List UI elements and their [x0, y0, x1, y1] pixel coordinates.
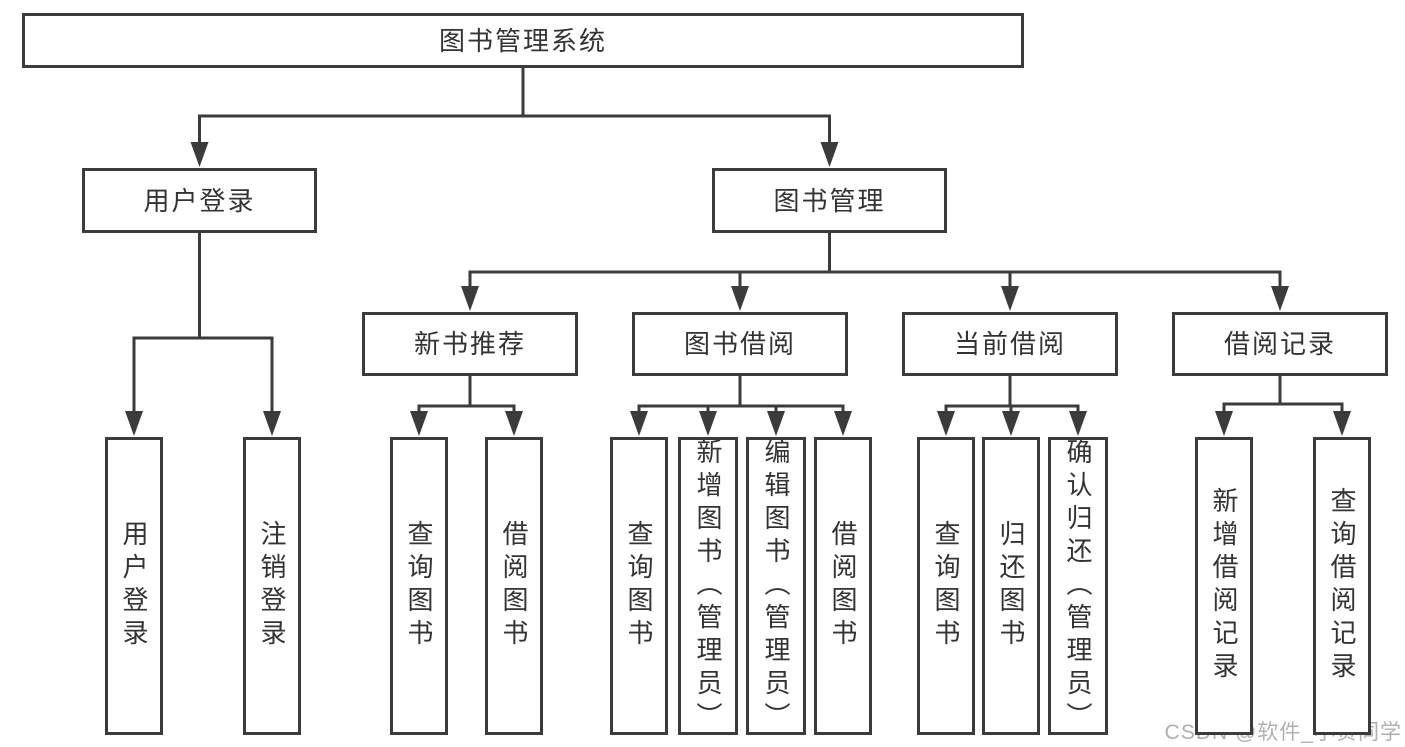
node-label: 新书推荐 [413, 329, 526, 359]
arrowhead-icon [767, 411, 785, 436]
node-label: 当前借阅 [953, 329, 1066, 359]
arrowhead-icon [1271, 286, 1289, 311]
node-label: 注销登录 [257, 520, 287, 652]
node-label: 图书借阅 [683, 329, 796, 359]
node-label: 图书管理系统 [438, 25, 607, 56]
node-label: 编辑图书（管理员） [761, 437, 791, 735]
arrowhead-icon [1001, 286, 1019, 311]
node-root: 图书管理系统 [22, 13, 1024, 68]
arrowhead-icon [731, 286, 749, 311]
node-label: 新增借阅记录 [1209, 487, 1239, 685]
node-label: 用户登录 [143, 185, 256, 216]
node-label: 查询借阅记录 [1327, 487, 1357, 685]
arrowhead-icon [834, 411, 852, 436]
node-leaf-query-book-3: 查询图书 [917, 437, 975, 735]
node-user-login: 用户登录 [82, 168, 317, 233]
node-leaf-borrow-book-1: 借阅图书 [485, 437, 543, 735]
node-leaf-query-borrow-record: 查询借阅记录 [1313, 437, 1371, 735]
arrowhead-icon [630, 411, 648, 436]
node-label: 图书管理 [773, 185, 886, 216]
node-label: 借阅图书 [499, 520, 529, 652]
node-leaf-logout: 注销登录 [243, 437, 301, 735]
node-leaf-confirm-return: 确认归还（管理员） [1048, 437, 1108, 735]
node-leaf-query-book-1: 查询图书 [390, 437, 448, 735]
arrowhead-icon [1215, 411, 1233, 436]
arrowhead-icon [125, 411, 143, 436]
arrowhead-icon [699, 411, 717, 436]
node-label: 新增图书（管理员） [693, 437, 723, 735]
node-leaf-add-book: 新增图书（管理员） [678, 437, 738, 735]
arrowhead-icon [820, 142, 839, 167]
node-book-borrow: 图书借阅 [632, 312, 848, 376]
node-label: 查询图书 [624, 520, 654, 652]
node-label: 查询图书 [931, 520, 961, 652]
node-leaf-edit-book: 编辑图书（管理员） [746, 437, 806, 735]
node-new-book-rec: 新书推荐 [362, 312, 578, 376]
node-label: 确认归还（管理员） [1063, 437, 1093, 735]
arrowhead-icon [190, 142, 209, 167]
node-borrow-record: 借阅记录 [1172, 312, 1388, 376]
arrowhead-icon [1002, 411, 1020, 436]
arrowhead-icon [1069, 411, 1087, 436]
node-leaf-return-book: 归还图书 [982, 437, 1040, 735]
arrowhead-icon [263, 411, 281, 436]
node-leaf-add-borrow-record: 新增借阅记录 [1195, 437, 1253, 735]
arrowhead-icon [505, 411, 523, 436]
node-current-borrow: 当前借阅 [902, 312, 1118, 376]
node-label: 查询图书 [404, 520, 434, 652]
node-label: 借阅记录 [1223, 329, 1336, 359]
node-label: 借阅图书 [828, 520, 858, 652]
arrowhead-icon [461, 286, 479, 311]
arrowhead-icon [1333, 411, 1351, 436]
node-leaf-query-book-2: 查询图书 [610, 437, 668, 735]
arrowhead-icon [937, 411, 955, 436]
node-book-mgmt: 图书管理 [712, 168, 947, 233]
arrowhead-icon [410, 411, 428, 436]
node-label: 用户登录 [119, 520, 149, 652]
node-leaf-user-login: 用户登录 [105, 437, 163, 735]
node-label: 归还图书 [996, 520, 1026, 652]
node-leaf-borrow-book-2: 借阅图书 [814, 437, 872, 735]
